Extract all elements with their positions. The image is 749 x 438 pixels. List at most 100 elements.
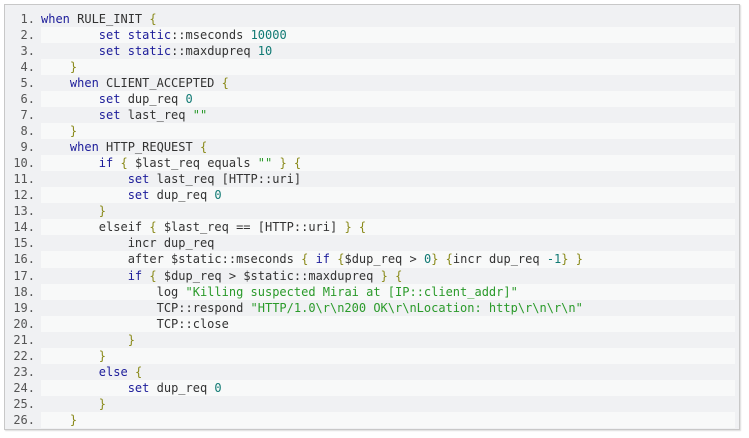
code-token: last_req [HTTP::uri] [149,172,302,187]
code-token: set [98,44,121,59]
code-token: log [41,284,186,299]
code-line: 4. } [5,59,739,76]
code-token: RULE_INIT [69,12,150,26]
line-code: incr dup_req [41,235,735,251]
code-token: } [98,348,107,363]
line-code: set dup_req 0 [41,379,735,396]
code-token: { [445,252,453,267]
code-token [569,252,576,266]
code-token: set [127,188,150,203]
code-token [41,204,99,218]
code-token: { [337,252,345,267]
line-code: } [41,411,735,428]
code-token [352,220,359,234]
code-line: 14. elseif { $last_req == [HTTP::uri] } … [5,219,739,236]
code-token: } [575,252,583,267]
line-number: 25. [13,396,35,411]
line-code: set last_req [HTTP::uri] [41,171,735,187]
code-token: { [395,268,403,283]
code-line: 1. when RULE_INIT { [5,11,739,27]
code-token [128,365,135,379]
code-token: } [69,124,78,139]
code-token: "Killing suspected Mirai at [IP::client_… [185,284,518,299]
code-token: { [134,364,143,379]
code-token [41,28,99,42]
code-token [41,124,70,138]
code-token: $dup_req > [344,252,424,267]
line-code: elseif { $last_req == [HTTP::uri] } { [41,219,735,236]
code-token: incr dup_req [41,236,215,251]
line-number: 20. [13,316,35,331]
line-code: TCP::respond "HTTP/1.0\r\n200 OK\r\nLoca… [41,300,735,316]
line-code: set dup_req 0 [41,187,735,204]
code-token: set [127,172,150,187]
code-token: when [69,76,99,91]
line-code: } [41,59,735,76]
code-token [308,252,315,266]
code-line: 5. when CLIENT_ACCEPTED { [5,75,739,91]
line-code: } [41,347,735,364]
code-token [287,156,294,170]
line-code: if { $dup_req > $static::maxdupreq } { [41,268,735,284]
code-line: 18. log "Killing suspected Mirai at [IP:… [5,283,739,300]
code-token: when [69,140,99,155]
line-number: 10. [13,156,35,171]
code-line: 24. set dup_req 0 [5,379,739,396]
code-token: else [98,364,128,379]
line-number: 9. [20,140,35,155]
line-number: 22. [13,348,35,363]
code-line: 3. set static::maxdupreq 10 [5,43,739,59]
code-token: dup_req [149,188,215,203]
code-token: dup_req [149,380,215,395]
line-number: 15. [13,236,35,251]
line-code: when HTTP_REQUEST { [41,139,735,155]
code-token: "HTTP/1.0\r\n200 OK\r\nLocation: http\r\… [250,300,583,315]
line-number: 4. [20,60,35,75]
code-token [41,156,99,170]
code-token [41,413,70,427]
code-token: { [199,140,208,155]
line-number: 1. [20,12,35,26]
line-number: 8. [20,124,35,139]
code-token: } [69,412,78,427]
code-token: TCP::close [41,316,229,331]
code-token [41,397,99,411]
code-token: static [127,28,172,43]
code-line: 6. set dup_req 0 [5,91,739,108]
code-line: 16. after $static::mseconds { if {$dup_r… [5,251,739,268]
code-token: { [120,156,128,171]
code-token: } [127,332,135,347]
code-token: 10000 [250,28,287,43]
code-token: } [279,156,287,171]
code-token: TCP::respond [41,300,251,315]
line-code: after $static::mseconds { if {$dup_req >… [41,251,735,268]
code-token: "" [192,108,208,123]
line-number: 26. [13,412,35,427]
code-token: CLIENT_ACCEPTED [98,76,222,91]
line-code: set static::mseconds 10000 [41,27,735,44]
line-code: } [41,332,735,348]
code-token: } [431,252,439,267]
code-token: ::maxdupreq [171,44,258,59]
code-token: { [149,12,157,26]
code-line: 25. } [5,396,739,412]
code-token [41,60,70,74]
code-token [41,76,70,90]
line-number: 3. [20,44,35,59]
code-token [388,269,395,283]
line-number: 24. [13,380,35,395]
line-code: when RULE_INIT { [41,11,735,27]
code-token: "" [257,156,273,171]
code-token: { [358,220,367,235]
line-number: 17. [13,268,35,283]
code-token: $dup_req > $static::maxdupreq [156,268,381,283]
code-line: 17. if { $dup_req > $static::maxdupreq }… [5,268,739,284]
code-line: 9. when HTTP_REQUEST { [5,139,739,155]
code-token: set [98,92,121,107]
line-code: set dup_req 0 [41,91,735,108]
code-token: if [98,156,114,171]
code-token: { [221,76,229,91]
code-token [41,172,128,186]
code-token: set [127,380,150,395]
line-code: } [41,123,735,140]
